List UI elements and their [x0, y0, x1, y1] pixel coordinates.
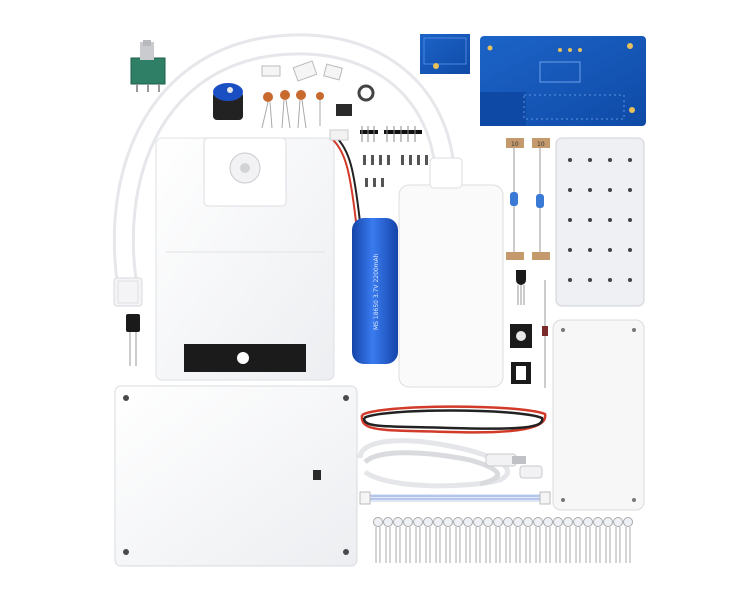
ic-socket — [511, 362, 531, 384]
rear-cover — [552, 319, 645, 511]
electrolytic-capacitor — [126, 314, 140, 366]
base-plate — [114, 385, 358, 567]
led-plate — [555, 137, 645, 307]
potentiometer — [130, 40, 166, 92]
gooseneck-arm — [112, 33, 456, 307]
connectors — [261, 60, 375, 116]
led-row — [373, 517, 633, 563]
resistors: 10 10 — [506, 138, 550, 260]
screws — [363, 155, 428, 187]
usb-cable — [357, 438, 543, 489]
led-plate-pads — [568, 158, 632, 282]
knob — [213, 83, 243, 120]
transistor — [516, 270, 526, 305]
battery-label: MS 18650 3.7V 2200mAh — [373, 253, 380, 330]
lamp-head — [398, 157, 504, 388]
small-pcb — [420, 34, 470, 74]
resistor-label-2: 10 — [537, 141, 545, 148]
ceramic-capacitors — [261, 90, 324, 129]
ic-chip — [510, 324, 532, 348]
lamp-body-case — [155, 137, 335, 381]
ribbon-cable — [359, 491, 551, 505]
diode — [542, 280, 548, 388]
battery-18650: MS 18650 3.7V 2200mAh — [329, 129, 398, 364]
resistor-label-1: 10 — [511, 141, 519, 148]
pin-headers — [360, 126, 422, 142]
main-pcb — [480, 36, 646, 126]
power-wire — [360, 405, 547, 434]
